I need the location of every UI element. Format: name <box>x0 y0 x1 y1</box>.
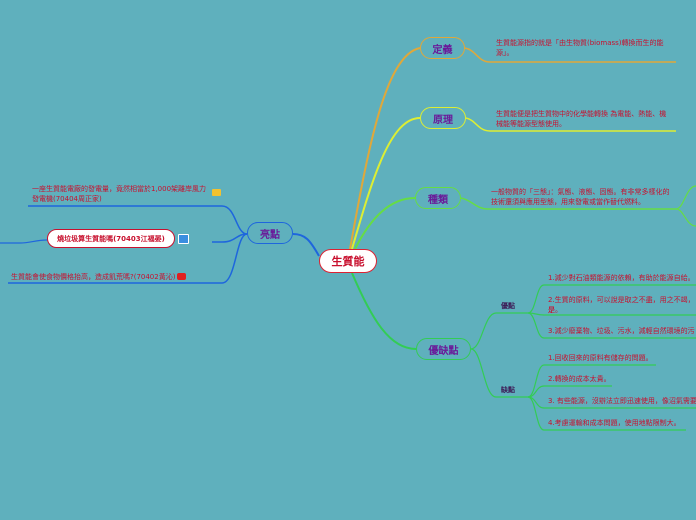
highlight-item-2-label: 燒垃圾算生質能嗎(70403江福晏) <box>57 234 165 243</box>
cons-label[interactable]: 缺點 <box>501 386 515 394</box>
pro-item-2-cont: 是。 <box>548 306 562 314</box>
topic-principle[interactable]: 原理 <box>420 107 466 129</box>
connector-cons <box>470 348 528 398</box>
connector-pro-3 <box>527 312 696 339</box>
connector-types-sub2 <box>675 208 696 227</box>
connector-pros <box>470 312 528 350</box>
connector-con-2 <box>527 385 612 398</box>
highlight-item-1[interactable]: 一座生質能電廠的發電量，竟然相當於1,000架離岸風力發電機(70404周正家) <box>32 185 207 203</box>
mail-icon[interactable] <box>212 189 221 196</box>
con-item-2[interactable]: 2.轉換的成本太貴。 <box>548 375 611 383</box>
topic-highlights[interactable]: 亮點 <box>247 222 293 244</box>
central-topic[interactable]: 生質能 <box>319 249 377 273</box>
connector-definition-text <box>464 47 676 63</box>
connector-definition <box>349 47 421 250</box>
connector-highlights <box>292 233 320 257</box>
pro-item-2[interactable]: 2.生質的原料，可以說是取之不盡，用之不竭，是 <box>548 296 695 314</box>
connector-hl-1 <box>28 205 248 235</box>
video-icon[interactable] <box>177 273 186 280</box>
connector-types-sub1 <box>675 185 696 210</box>
definition-text[interactable]: 生質能源指的就是「由生物質(biomass)轉換而生的能源」。 <box>496 39 664 57</box>
connector-principle-text <box>465 117 676 132</box>
topic-types[interactable]: 種類 <box>415 187 461 209</box>
connector-hl-3 <box>8 233 248 284</box>
con-item-1[interactable]: 1.回收回來的原料有儲存的問題。 <box>548 354 653 362</box>
types-text[interactable]: 一般物質的「三態」：氣態、液態、固態。有非常多樣化的技術還須與應用型態，用來發電… <box>491 188 670 206</box>
highlight-item-2[interactable]: 燒垃圾算生質能嗎(70403江福晏) <box>47 229 175 248</box>
con-item-4[interactable]: 4.考慮運輸和成本問題，使用地點限制大。 <box>548 419 681 427</box>
connector-types <box>354 197 416 250</box>
image-icon[interactable] <box>178 234 189 244</box>
pros-label[interactable]: 優點 <box>501 302 515 310</box>
connector-hl-2 <box>212 233 248 243</box>
connector-pro-1 <box>527 284 696 314</box>
connector-hl-2-left <box>0 239 48 244</box>
connector-types-text <box>460 197 676 210</box>
connector-proscons <box>351 272 417 350</box>
principle-text[interactable]: 生質能便是把生質物中的化學能轉換 為電能、熱能、機械能等能源型態使用。 <box>496 110 667 128</box>
connector-con-1 <box>527 364 656 398</box>
pro-item-3[interactable]: 3.減少廢棄物、垃圾、污水，減輕自然環境的污 <box>548 327 695 335</box>
topic-definition[interactable]: 定義 <box>420 37 465 59</box>
topic-pros-cons[interactable]: 優缺點 <box>416 338 471 360</box>
connector-principle <box>351 117 421 250</box>
pro-item-1[interactable]: 1.減少對石油類能源的依賴，有助於能源自給。 <box>548 274 695 282</box>
con-item-3[interactable]: 3. 有些能源，沒辦法立即迅速使用，像沼氣需要 <box>548 397 696 405</box>
connector-con-4 <box>527 396 686 431</box>
highlight-item-3[interactable]: 生質能會使食物價格抬高，造成飢荒嗎?(70402黃沁) <box>11 273 176 281</box>
